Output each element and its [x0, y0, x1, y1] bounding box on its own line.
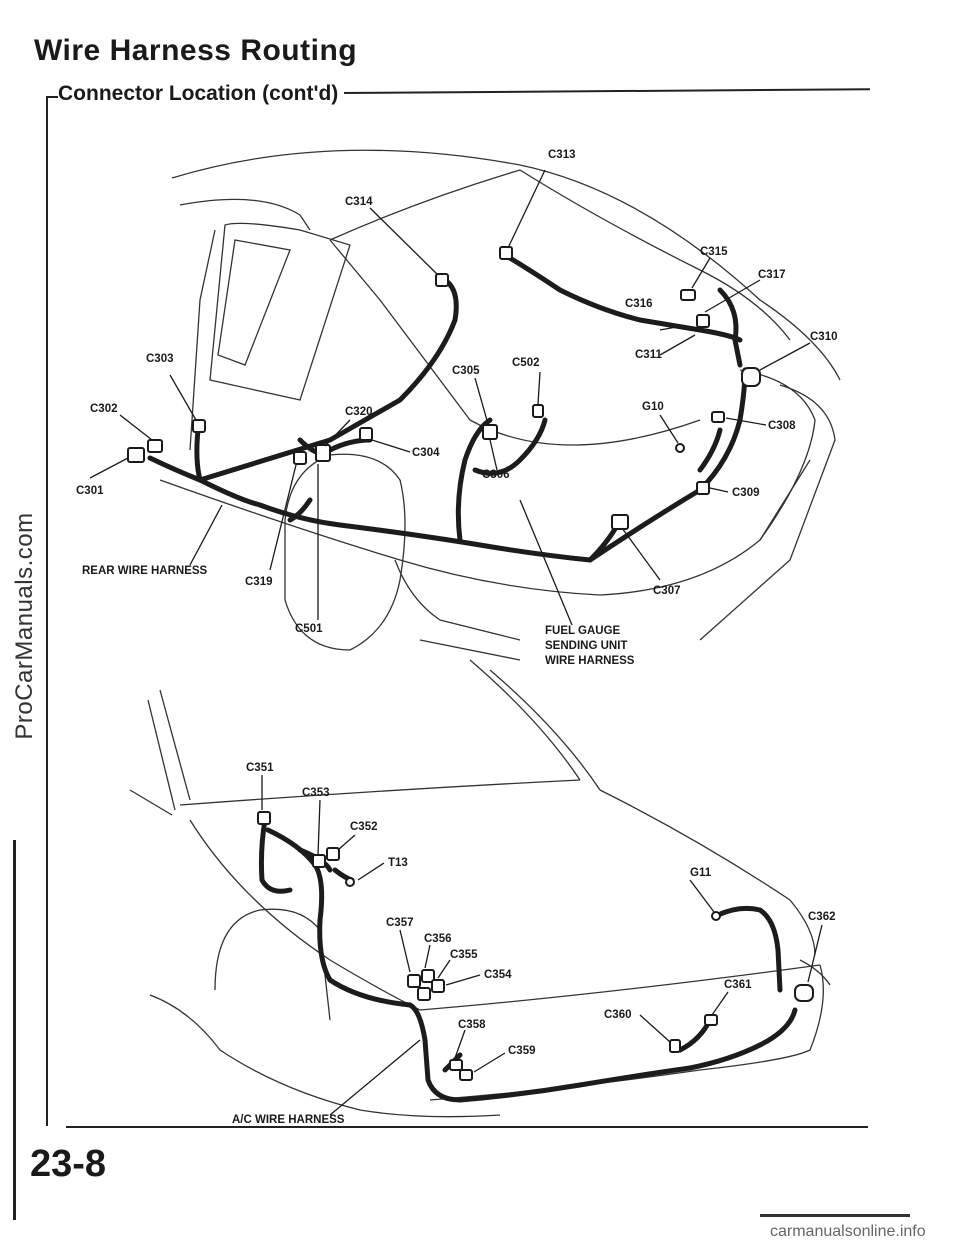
- rear-labels: C313 C314 C315 C317 C316 C310 C311 C303 …: [76, 149, 838, 667]
- label-c320: C320: [345, 406, 373, 418]
- label-c316: C316: [625, 298, 653, 310]
- label-c317: C317: [758, 269, 786, 281]
- label-c313: C313: [548, 149, 576, 161]
- label-c360: C360: [604, 1009, 632, 1021]
- label-c307: C307: [653, 585, 681, 597]
- frame-bottom-border: [66, 1126, 868, 1128]
- front-connectors: [257, 811, 814, 1081]
- label-c362: C362: [808, 911, 836, 923]
- label-c303: C303: [146, 353, 174, 365]
- label-c309: C309: [732, 487, 760, 499]
- label-c351: C351: [246, 762, 274, 774]
- label-c302: C302: [90, 403, 118, 415]
- binding-bar: [13, 840, 16, 1220]
- label-c301: C301: [76, 485, 104, 497]
- rear-car-body: [159, 149, 841, 661]
- label-c361: C361: [724, 979, 752, 991]
- page-title: Wire Harness Routing: [34, 34, 358, 67]
- label-rear-wire-harness: REAR WIRE HARNESS: [82, 565, 208, 577]
- rear-wire-harness: [147, 252, 748, 563]
- label-c310: C310: [810, 331, 838, 343]
- label-t13: T13: [388, 857, 408, 869]
- rear-leaders: [89, 169, 811, 626]
- label-c355: C355: [450, 949, 478, 961]
- section-subtitle: Connector Location (cont'd): [58, 82, 345, 106]
- label-c502: C502: [512, 357, 540, 369]
- label-c315: C315: [700, 246, 728, 258]
- header-rule-tick: [46, 96, 58, 98]
- label-fuel-gauge-3: WIRE HARNESS: [545, 655, 635, 667]
- label-c352: C352: [350, 821, 378, 833]
- label-c304: C304: [412, 447, 440, 459]
- label-c353: C353: [302, 787, 330, 799]
- label-fuel-gauge-2: SENDING UNIT: [545, 640, 627, 652]
- label-c308: C308: [768, 420, 796, 432]
- label-c501: C501: [295, 623, 323, 635]
- label-fuel-gauge-1: FUEL GAUGE: [545, 625, 621, 637]
- footer-watermark: carmanualsonline.info: [770, 1223, 926, 1240]
- label-c357: C357: [386, 917, 414, 929]
- front-wire-harness: [258, 817, 798, 1103]
- front-leaders: [261, 775, 823, 1116]
- rear-connectors: [127, 246, 761, 530]
- label-c305: C305: [452, 365, 480, 377]
- page-number: 23-8: [30, 1143, 107, 1185]
- label-c356: C356: [424, 933, 452, 945]
- label-g11: G11: [690, 867, 712, 879]
- front-labels: C351 C353 C352 T13 G11 C362 C357 C356 C3…: [232, 762, 836, 1126]
- label-c319: C319: [245, 576, 273, 588]
- footer-bar: [760, 1214, 910, 1217]
- label-c306: C306: [482, 469, 510, 481]
- label-ac-wire-harness: A/C WIRE HARNESS: [232, 1114, 345, 1126]
- label-c359: C359: [508, 1045, 536, 1057]
- label-c314: C314: [345, 196, 373, 208]
- label-c311: C311: [635, 349, 662, 361]
- label-g10: G10: [642, 401, 664, 413]
- frame-left-border: [46, 96, 48, 1126]
- front-car-body: [129, 659, 831, 1118]
- label-c354: C354: [484, 969, 512, 981]
- label-c358: C358: [458, 1019, 486, 1031]
